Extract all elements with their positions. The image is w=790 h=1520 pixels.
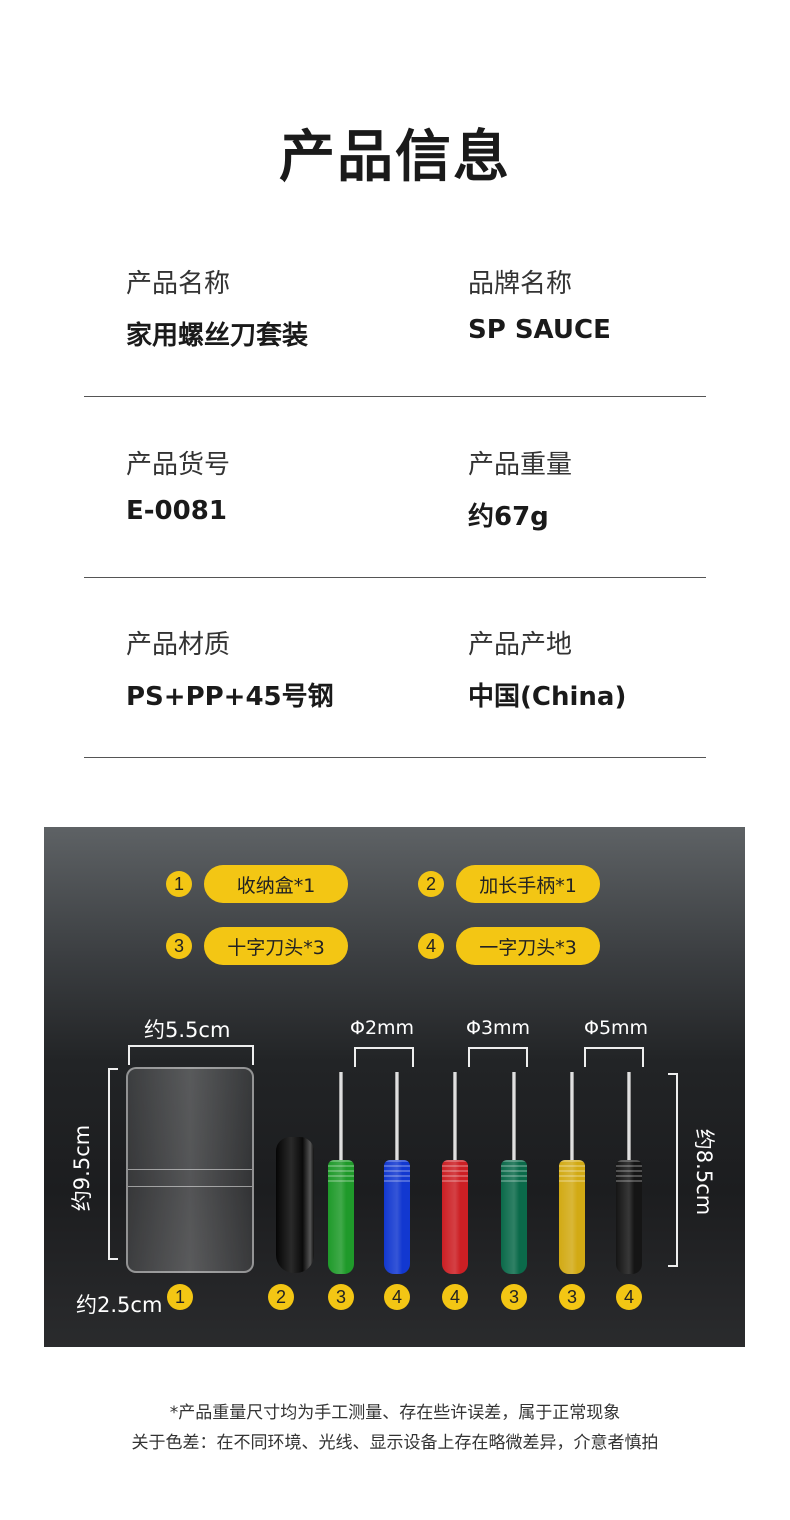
size-bracket: [584, 1047, 644, 1067]
box-width-label: 约5.5cm: [144, 1018, 231, 1042]
number-badge: 3: [166, 933, 192, 959]
spec-value: 中国(China): [468, 682, 627, 712]
extension-handle: [276, 1137, 314, 1273]
content-label: 十字刀头*3: [204, 927, 348, 965]
height-bracket: [108, 1068, 118, 1260]
bit-length-label: 约8.5cm: [692, 1128, 717, 1216]
size-label: Φ3mm: [466, 1017, 531, 1039]
product-image-panel: 1 收纳盒*1 2 加长手柄*1 3 十字刀头*3 4 一字刀头*3 约5.5cm 约9…: [44, 827, 745, 1347]
number-badge: 2: [418, 871, 444, 897]
screwdriver-bit: [328, 1072, 354, 1274]
number-badge: 4: [418, 933, 444, 959]
screwdriver-bit: [616, 1072, 642, 1274]
length-bracket: [668, 1073, 678, 1267]
spec-value: 家用螺丝刀套装: [126, 321, 309, 351]
spec-label: 产品名称: [126, 269, 231, 299]
spec-row: 产品名称 家用螺丝刀套装 品牌名称 SP SAUCE: [84, 215, 706, 397]
spec-row: 产品材质 PS+PP+45号钢 产品产地 中国(China): [84, 576, 706, 758]
screwdriver-bit: [384, 1072, 410, 1274]
content-tag: 3 十字刀头*3: [166, 927, 348, 965]
spec-value: E-0081: [126, 496, 227, 526]
spec-label: 品牌名称: [468, 269, 573, 299]
item-number-badge: 1: [167, 1284, 193, 1310]
spec-label: 产品材质: [126, 630, 231, 660]
item-number-badge: 4: [442, 1284, 468, 1310]
spec-value: SP SAUCE: [468, 315, 611, 345]
item-number-badge: 4: [616, 1284, 642, 1310]
spec-row: 产品货号 E-0081 产品重量 约67g: [84, 396, 706, 578]
item-number-badge: 3: [559, 1284, 585, 1310]
width-bracket: [128, 1045, 254, 1065]
content-tag: 1 收纳盒*1: [166, 865, 348, 903]
item-number-badge: 2: [268, 1284, 294, 1310]
spec-label: 产品货号: [126, 450, 231, 480]
size-bracket: [354, 1047, 414, 1067]
item-number-badge: 3: [501, 1284, 527, 1310]
spec-value: PS+PP+45号钢: [126, 682, 334, 712]
content-label: 一字刀头*3: [456, 927, 600, 965]
item-number-badge: 3: [328, 1284, 354, 1310]
screwdriver-bit: [501, 1072, 527, 1274]
size-bracket: [468, 1047, 528, 1067]
content-label: 加长手柄*1: [456, 865, 600, 903]
size-label: Φ5mm: [584, 1017, 649, 1039]
spec-label: 产品重量: [468, 450, 573, 480]
disclaimer-measure: *产品重量尺寸均为手工测量、存在些许误差，属于正常现象: [169, 1403, 621, 1423]
disclaimer-color: 关于色差：在不同环境、光线、显示设备上存在略微差异，介意者慎拍: [131, 1433, 659, 1453]
content-tag: 4 一字刀头*3: [418, 927, 600, 965]
screwdriver-bit: [442, 1072, 468, 1274]
box-depth-label: 约2.5cm: [76, 1293, 163, 1317]
content-tag: 2 加长手柄*1: [418, 865, 600, 903]
box-height-label: 约9.5cm: [70, 1124, 95, 1212]
screwdriver-bit: [559, 1072, 585, 1274]
spec-value: 约67g: [468, 502, 549, 532]
item-number-badge: 4: [384, 1284, 410, 1310]
number-badge: 1: [166, 871, 192, 897]
page-title: 产品信息: [279, 125, 511, 190]
spec-label: 产品产地: [468, 630, 573, 660]
content-label: 收纳盒*1: [204, 865, 348, 903]
storage-box: [126, 1067, 254, 1273]
size-label: Φ2mm: [350, 1017, 415, 1039]
